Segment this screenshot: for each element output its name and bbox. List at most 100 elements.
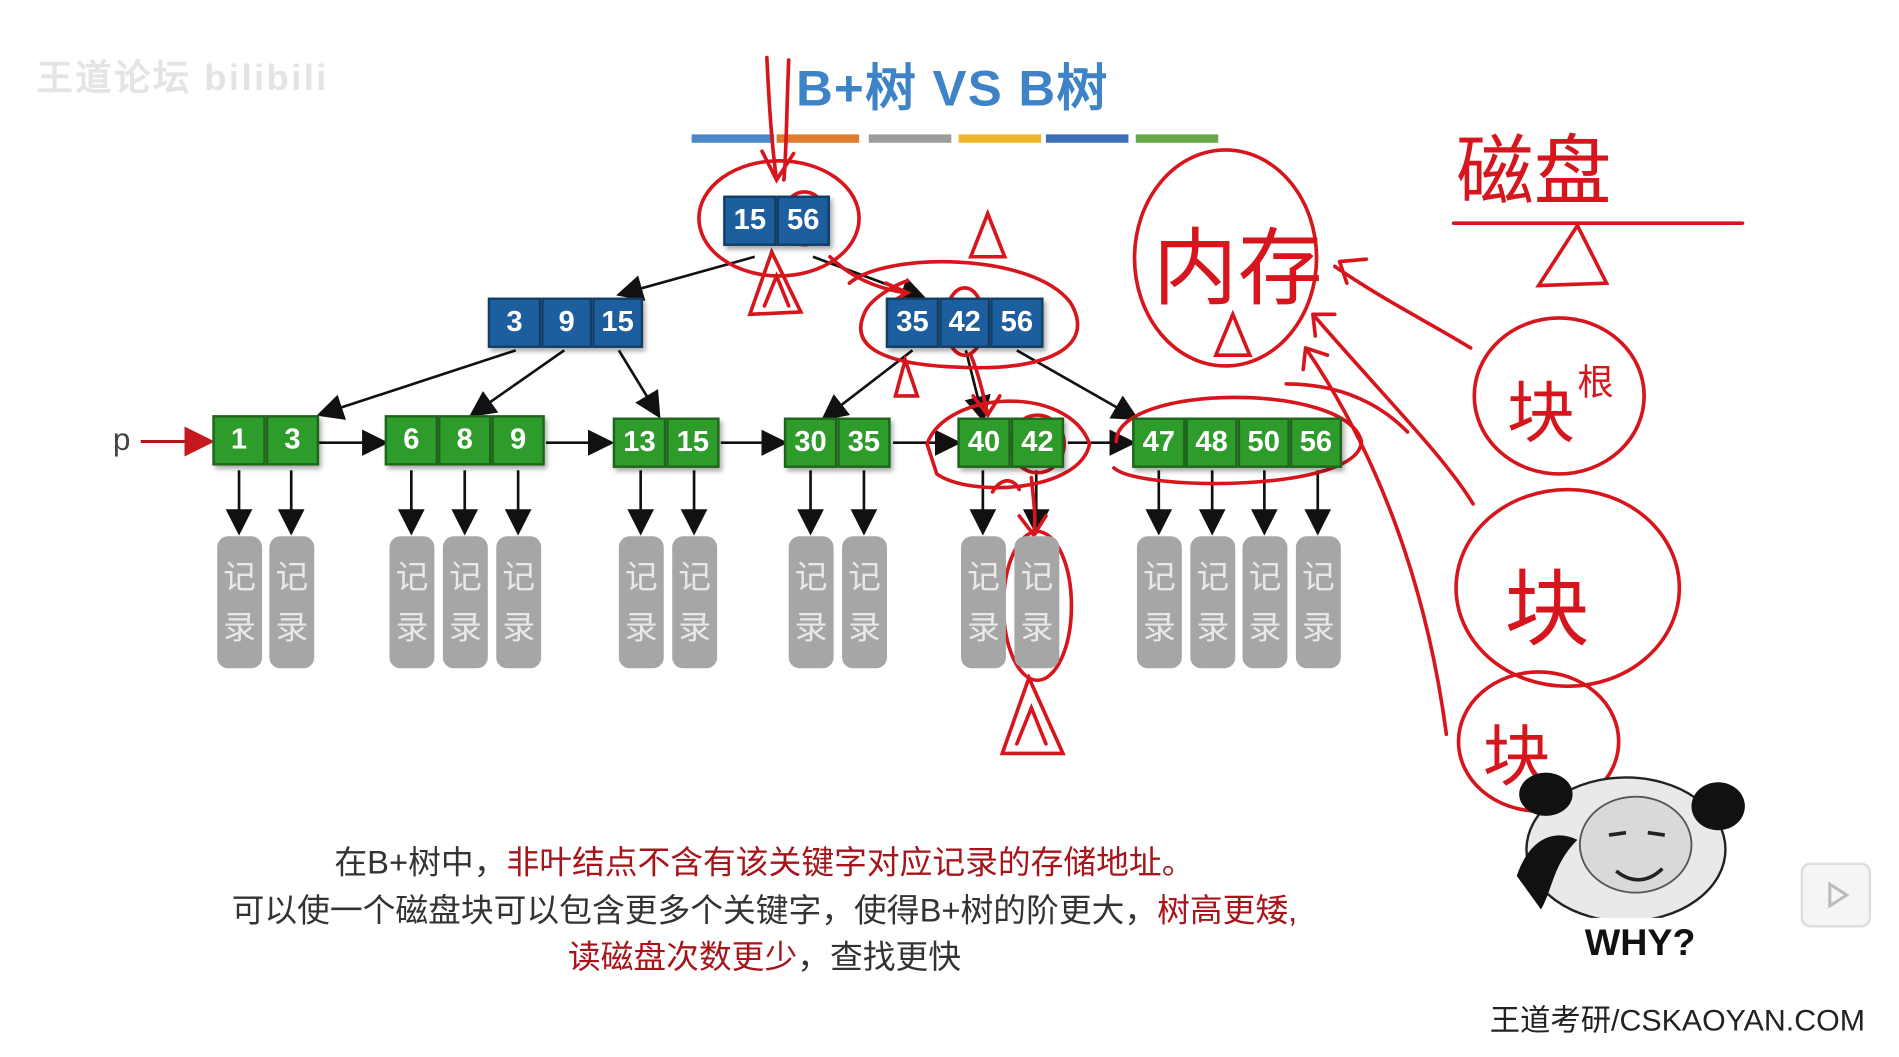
caption-highlight: 树高更矮, bbox=[1157, 892, 1298, 929]
record-label-line: 录 bbox=[624, 609, 658, 646]
title-color-bar bbox=[958, 134, 1042, 143]
leaf-key: 8 bbox=[438, 415, 492, 466]
record-label-line: 记 bbox=[1020, 559, 1054, 596]
leaf-key: 3 bbox=[265, 415, 320, 466]
record-label-line: 记 bbox=[275, 559, 309, 596]
caption-line-3: 读磁盘次数更少，查找更快 bbox=[182, 931, 1347, 978]
leaf-key: 13 bbox=[612, 417, 667, 468]
record-label-line: 录 bbox=[223, 609, 257, 646]
internal-key: 35 bbox=[885, 297, 940, 348]
record-label-line: 录 bbox=[1020, 609, 1054, 646]
title-color-bar bbox=[776, 134, 860, 143]
leaf-node: 47 48 50 56 bbox=[1132, 417, 1343, 468]
internal-node-right: 35 42 56 bbox=[885, 297, 1044, 348]
internal-key: 9 bbox=[541, 297, 593, 348]
record-block: 记录 bbox=[389, 536, 435, 669]
leaf-key: 56 bbox=[1289, 417, 1343, 468]
record-label-line: 录 bbox=[967, 609, 1000, 646]
caption-text: ，查找更快 bbox=[797, 939, 962, 976]
record-label-line: 记 bbox=[678, 559, 712, 596]
caption-text: 可以使一个磁盘块可以包含更多个关键字，使得B+树的阶更大， bbox=[231, 892, 1158, 929]
caption-line-1: 在B+树中，非叶结点不含有该关键字对应记录的存储地址。 bbox=[182, 836, 1347, 883]
play-button[interactable] bbox=[1800, 862, 1872, 928]
leaf-key: 35 bbox=[837, 417, 891, 468]
record-label-line: 录 bbox=[1248, 609, 1282, 646]
annotation-disk: 磁盘 bbox=[1456, 128, 1612, 218]
caption-highlight: 读磁盘次数更少 bbox=[567, 939, 798, 976]
record-label-line: 记 bbox=[1301, 559, 1335, 596]
record-block: 记录 bbox=[217, 536, 263, 669]
leaf-key: 50 bbox=[1237, 417, 1290, 468]
root-key: 15 bbox=[723, 195, 777, 246]
annotation-block: 块 bbox=[1504, 560, 1590, 659]
record-label-line: 记 bbox=[1196, 559, 1230, 596]
record-label-line: 录 bbox=[794, 609, 828, 646]
record-label-line: 记 bbox=[1143, 559, 1176, 596]
record-block: 记录 bbox=[788, 536, 834, 669]
leaf-key: 47 bbox=[1132, 417, 1186, 468]
record-block: 记录 bbox=[618, 536, 664, 669]
brand-footer: 王道考研/CSKAOYAN.COM bbox=[1489, 1004, 1865, 1038]
red-annotations bbox=[697, 55, 1745, 813]
record-block: 记录 bbox=[496, 536, 542, 669]
leaf-key: 42 bbox=[1010, 417, 1065, 468]
internal-key: 42 bbox=[939, 297, 991, 348]
record-label-line: 录 bbox=[1301, 609, 1335, 646]
record-block: 记录 bbox=[1136, 536, 1182, 669]
record-label-line: 记 bbox=[502, 559, 536, 596]
leaf-node: 40 42 bbox=[957, 417, 1065, 468]
internal-key: 15 bbox=[592, 297, 644, 348]
record-block: 记录 bbox=[1014, 536, 1060, 669]
record-block: 记录 bbox=[269, 536, 315, 669]
record-label-line: 录 bbox=[275, 609, 309, 646]
record-label-line: 录 bbox=[1196, 609, 1230, 646]
annotation-memory: 内存 bbox=[1152, 219, 1323, 318]
title-color-bar bbox=[868, 134, 952, 143]
leaf-key: 40 bbox=[957, 417, 1011, 468]
record-block: 记录 bbox=[442, 536, 488, 669]
caption-text: 在B+树中， bbox=[334, 844, 507, 881]
record-block: 记录 bbox=[672, 536, 718, 669]
leaf-node: 6 8 9 bbox=[384, 415, 545, 466]
record-label-line: 记 bbox=[848, 559, 881, 596]
record-block: 记录 bbox=[1190, 536, 1236, 669]
record-label-line: 录 bbox=[1143, 609, 1176, 646]
leaf-key: 15 bbox=[666, 417, 720, 468]
record-block: 记录 bbox=[1295, 536, 1341, 669]
root-key: 56 bbox=[776, 195, 830, 246]
record-label-line: 录 bbox=[395, 609, 429, 646]
internal-key: 3 bbox=[487, 297, 542, 348]
record-label-line: 录 bbox=[502, 609, 536, 646]
record-label-line: 录 bbox=[678, 609, 712, 646]
meme-caption: WHY? bbox=[1584, 921, 1696, 964]
record-label-line: 记 bbox=[223, 559, 257, 596]
root-node: 15 56 bbox=[723, 195, 830, 246]
internal-node-left: 3 9 15 bbox=[487, 297, 644, 348]
record-label-line: 记 bbox=[395, 559, 429, 596]
leaf-key: 1 bbox=[212, 415, 266, 466]
annotation-block: 块 bbox=[1507, 375, 1575, 454]
annotation-root: 根 bbox=[1577, 362, 1614, 405]
caption-line-2: 可以使一个磁盘块可以包含更多个关键字，使得B+树的阶更大，树高更矮, bbox=[182, 884, 1347, 931]
title-color-bar bbox=[691, 134, 775, 143]
leaf-key: 9 bbox=[491, 415, 545, 466]
leaf-key: 6 bbox=[384, 415, 439, 466]
record-label-line: 录 bbox=[448, 609, 482, 646]
leaf-key: 30 bbox=[783, 417, 838, 468]
internal-key: 56 bbox=[990, 297, 1044, 348]
leaf-node: 13 15 bbox=[612, 417, 720, 468]
caption-highlight: 非叶结点不含有该关键字对应记录的存储地址。 bbox=[506, 844, 1195, 881]
title-color-bar bbox=[1135, 134, 1219, 143]
title-color-bar bbox=[1045, 134, 1129, 143]
play-icon bbox=[1828, 881, 1850, 909]
leaf-node: 1 3 bbox=[212, 415, 320, 466]
tree-edges bbox=[225, 255, 1332, 536]
record-label-line: 记 bbox=[794, 559, 828, 596]
leaf-key: 48 bbox=[1185, 417, 1238, 468]
leaf-node: 30 35 bbox=[783, 417, 891, 468]
watermark: 王道论坛 bilibili bbox=[36, 58, 329, 99]
record-block: 记录 bbox=[1242, 536, 1288, 669]
record-block: 记录 bbox=[961, 536, 1006, 669]
